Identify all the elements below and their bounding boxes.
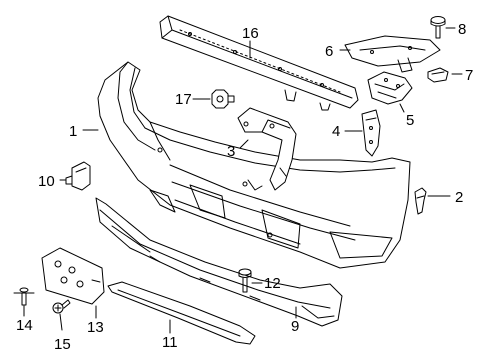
callout-label-15: 15 [54,336,71,353]
clip [427,67,449,83]
bumper-cover [97,61,411,269]
callout-label-10: 10 [38,173,55,190]
callout-label-4: 4 [332,123,340,140]
bolt-center [238,268,252,293]
callout-label-14: 14 [16,317,33,334]
callout-label-11: 11 [162,334,178,351]
callout-label-6: 6 [325,43,333,60]
side-bracket [361,109,381,157]
leader-lines [23,27,463,334]
callout-label-16: 16 [242,25,259,42]
callout-label-17: 17 [175,91,192,108]
impact-bar [159,15,359,111]
push-pin-right [414,187,427,215]
callout-label-7: 7 [465,67,473,84]
lower-valance [95,197,343,327]
nut [211,89,235,109]
callout-label-3: 3 [227,143,235,160]
callout-label-5: 5 [406,112,414,129]
callout-label-8: 8 [458,21,466,38]
callout-label-2: 2 [455,189,463,206]
mounting-bracket [367,71,413,105]
callout-label-12: 12 [264,275,281,292]
callout-label-13: 13 [87,319,104,336]
upper-bracket [344,35,441,73]
bracket-left [237,107,297,191]
bolt-left [13,287,35,306]
callout-labels: 1 2 3 4 5 6 7 8 9 10 11 12 13 14 15 16 1… [16,21,473,353]
clip-left [65,161,91,191]
callout-label-1: 1 [69,123,77,140]
callout-label-9: 9 [291,318,299,335]
bolt-top [430,16,446,39]
screw [52,299,71,314]
lower-molding [107,281,256,345]
license-bracket [41,247,105,305]
